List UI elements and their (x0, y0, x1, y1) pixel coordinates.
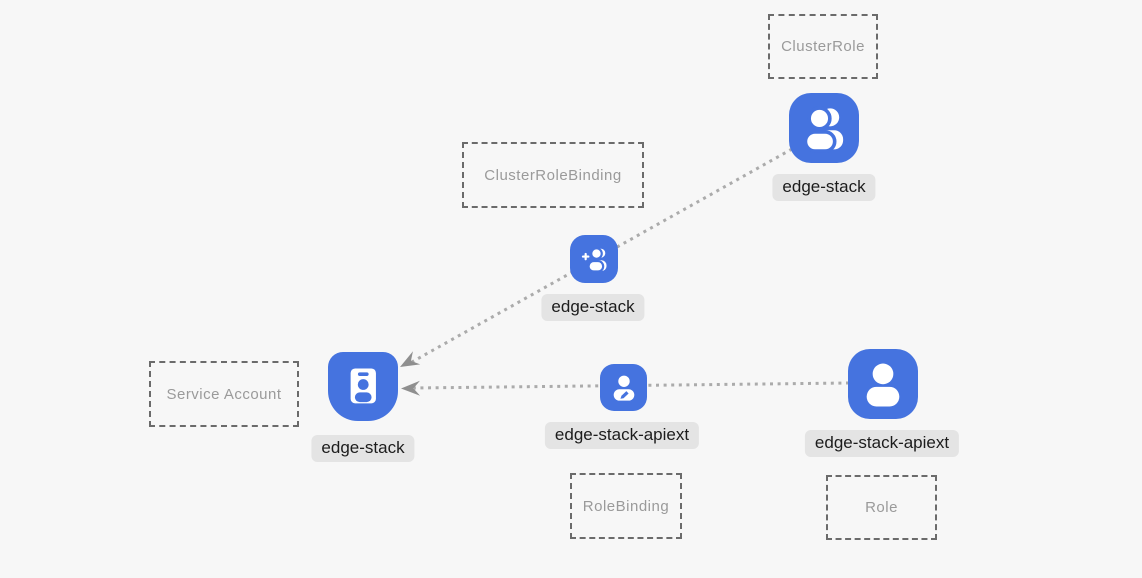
user-icon (856, 357, 910, 411)
node-clusterrole-edge-stack[interactable] (789, 93, 859, 163)
node-rolebinding-edge-stack-apiext[interactable] (600, 364, 647, 411)
type-box-role: Role (826, 475, 937, 540)
node-rolebinding-edge-stack-apiext-label[interactable]: edge-stack-apiext (544, 422, 700, 449)
type-box-clusterrole-label: ClusterRole (781, 38, 865, 55)
node-serviceaccount-edge-stack[interactable] (328, 352, 398, 421)
user-add-icon (574, 239, 614, 279)
node-serviceaccount-edge-stack-label[interactable]: edge-stack (311, 435, 415, 462)
node-clusterrolebinding-edge-stack[interactable] (570, 235, 618, 283)
users-icon (797, 101, 851, 155)
arrowhead-icon (401, 380, 421, 396)
node-role-edge-stack-apiext-label[interactable]: edge-stack-apiext (804, 430, 960, 457)
node-clusterrolebinding-edge-stack-label[interactable]: edge-stack (541, 294, 645, 321)
type-box-serviceaccount: Service Account (149, 361, 299, 427)
type-box-role-label: Role (865, 499, 898, 516)
type-box-clusterrolebinding: ClusterRoleBinding (462, 142, 644, 208)
id-badge-icon (336, 360, 390, 414)
type-box-clusterrolebinding-label: ClusterRoleBinding (484, 166, 622, 184)
type-box-rolebinding: RoleBinding (570, 473, 682, 539)
type-box-clusterrole: ClusterRole (768, 14, 878, 79)
arrowhead-icon (400, 351, 421, 367)
type-box-rolebinding-label: RoleBinding (582, 497, 670, 515)
user-edit-icon (605, 369, 643, 407)
node-clusterrole-edge-stack-label[interactable]: edge-stack (772, 174, 876, 201)
type-box-serviceaccount-label: Service Account (166, 385, 282, 403)
node-role-edge-stack-apiext[interactable] (848, 349, 918, 419)
